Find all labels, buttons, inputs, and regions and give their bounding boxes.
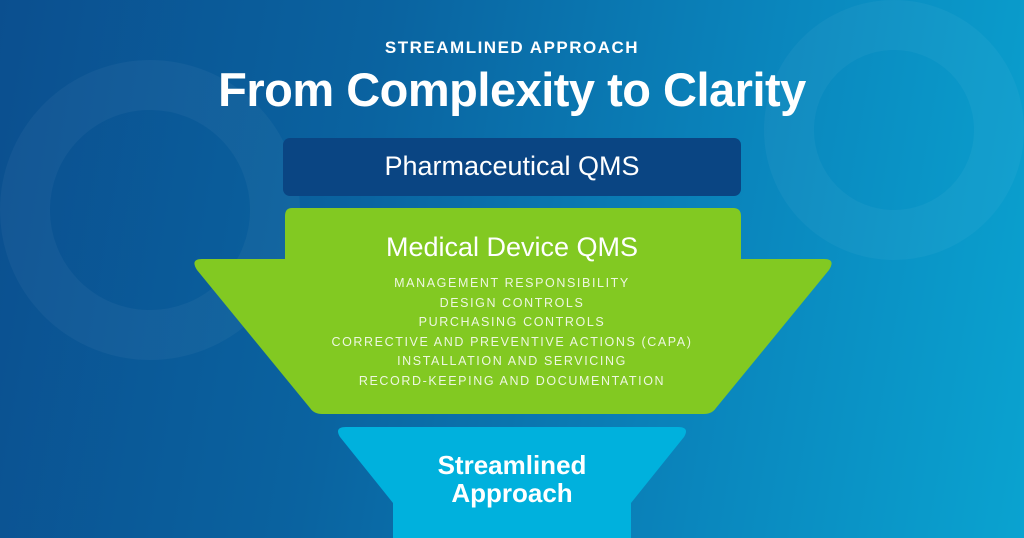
streamlined-approach-line1: Streamlined: [437, 450, 587, 480]
medical-device-qms-items: MANAGEMENT RESPONSIBILITY DESIGN CONTROL…: [0, 274, 1024, 391]
streamlined-approach-label: Streamlined Approach: [0, 451, 1024, 507]
list-item: MANAGEMENT RESPONSIBILITY: [394, 276, 630, 290]
pharmaceutical-qms-box: [283, 138, 741, 196]
list-item: CORRECTIVE AND PREVENTIVE ACTIONS (CAPA): [331, 334, 693, 349]
medical-device-qms-shape: [194, 208, 832, 414]
list-item: INSTALLATION AND SERVICING: [397, 354, 627, 368]
page-title: From Complexity to Clarity: [218, 63, 806, 116]
list-item: RECORD-KEEPING AND DOCUMENTATION: [358, 373, 666, 388]
streamlined-approach-line2: Approach: [451, 478, 573, 508]
list-item: DESIGN CONTROLS: [439, 295, 585, 310]
medical-device-qms-label: Medical Device QMS: [385, 232, 639, 262]
streamlined-approach-shape: [338, 427, 686, 538]
pharmaceutical-qms-label: Pharmaceutical QMS: [384, 151, 640, 181]
kicker-heading: STREAMLINED APPROACH: [384, 38, 640, 57]
list-item: PURCHASING CONTROLS: [418, 315, 606, 329]
